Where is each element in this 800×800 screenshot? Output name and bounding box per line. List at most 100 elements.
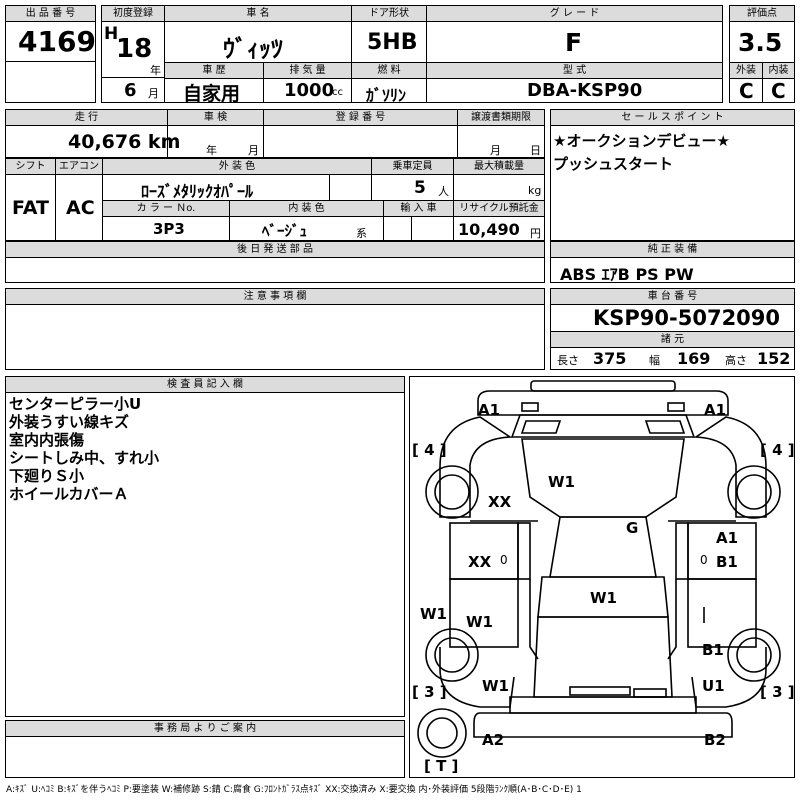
inspector-line: センターピラー小U: [9, 395, 142, 413]
inspector-line: 外装うすい線キズ: [9, 413, 130, 431]
length: 375: [593, 349, 627, 368]
later-parts-cell: [5, 257, 545, 283]
registration-cell: [263, 125, 458, 158]
grade-cell: F: [426, 21, 723, 63]
height: 152: [757, 349, 791, 368]
capacity-cell: 5 人: [371, 174, 454, 201]
score: 3.5: [738, 28, 783, 57]
damage-diagram: A1 A1 [ 4 ] [ 4 ] XX W1 G A1 B1 XX 0 0 W…: [409, 376, 795, 778]
load-cell: kg: [453, 174, 545, 201]
history-cell: 自家用: [164, 78, 264, 105]
equipment: ABS ｴｱB PS PW: [560, 265, 694, 284]
mark-b1-side: B1: [716, 553, 738, 571]
inspector-line: シートしみ中、すれ小: [9, 449, 160, 467]
door: 5HB: [367, 30, 418, 55]
exterior-grade: C: [739, 79, 754, 103]
mark-front-left-tire: [ 4 ]: [412, 441, 447, 459]
mark-a1-front-left: A1: [478, 401, 501, 419]
displacement-cell: 1000 cc: [263, 78, 352, 103]
color-no-cell: 3P3: [102, 216, 230, 241]
equipment-label: 純 正 装 備: [550, 241, 795, 258]
mark-a1-side: A1: [716, 529, 739, 547]
mark-xx-door: XX: [468, 553, 492, 571]
first-reg-year: 18: [116, 34, 153, 64]
inspection-cell: 年 月: [167, 125, 264, 158]
mark-rear-left-tire: [ 3 ]: [412, 683, 447, 701]
mileage: 40,676 km: [68, 131, 181, 153]
first-reg-month-cell: 6 月: [101, 77, 165, 103]
shift-cell: FAT: [5, 174, 56, 241]
mileage-label: 走 行: [5, 109, 168, 126]
lot-number-label: 出 品 番 号: [5, 5, 96, 22]
mark-xx-fender: XX: [488, 493, 512, 511]
first-reg-cell: H 18 年: [101, 21, 165, 78]
sales-point-line-1: ★オークションデビュー★: [553, 132, 730, 150]
notes-label: 注 意 事 項 欄: [5, 288, 545, 305]
ext-color-extra-cell: [329, 174, 372, 201]
car-name-cell: ｳﾞｨｯﾂ: [164, 21, 352, 63]
door-cell: 5HB: [351, 21, 427, 63]
model-label: 型 式: [426, 62, 723, 79]
equipment-cell: ABS ｴｱB PS PW: [550, 257, 795, 284]
chassis-cell: KSP90-5072090: [550, 304, 795, 332]
fuel-label: 燃 料: [351, 62, 427, 79]
load-label: 最大積載量: [453, 158, 545, 175]
mark-front-right-tire: [ 4 ]: [760, 441, 795, 459]
color-no: 3P3: [153, 220, 185, 238]
inspector-notes: センターピラー小U 外装うすい線キズ 室内内張傷 シートしみ中、すれ小 下廻りＳ…: [9, 395, 159, 503]
exterior-label: 外装: [729, 62, 763, 79]
sales-point-label: セ ー ル ス ポ イ ン ト: [550, 109, 795, 126]
displacement-unit: cc: [332, 87, 343, 98]
int-color-label: 内 装 色: [229, 200, 384, 217]
int-color-cell: ﾍﾞｰｼﾞｭ 系: [229, 216, 384, 241]
color-no-label: カ ラ ー Ｎo.: [102, 200, 230, 217]
mark-a1-front-right: A1: [704, 401, 727, 419]
width: 169: [677, 349, 711, 368]
notes-cell: [5, 304, 545, 370]
mark-zero-left: 0: [500, 553, 508, 567]
office-cell: [5, 736, 405, 778]
displacement: 1000: [284, 80, 335, 101]
mark-w1-center: W1: [590, 589, 617, 607]
car-name-label: 車 名: [164, 5, 352, 22]
height-label: 高さ: [725, 354, 747, 367]
grade: F: [565, 28, 583, 57]
mark-spare-tire: [ T ]: [424, 757, 459, 775]
score-cell: 3.5: [729, 21, 795, 63]
inspector-line: 下廻りＳ小: [9, 467, 85, 485]
mark-w1-left-door: W1: [466, 613, 493, 631]
int-color-suffix: 系: [356, 227, 367, 240]
interior-label: 内装: [762, 62, 795, 79]
capacity-label: 乗車定員: [371, 158, 454, 175]
mark-w1-roof: W1: [548, 473, 575, 491]
inspector-cell: センターピラー小U 外装うすい線キズ 室内内張傷 シートしみ中、すれ小 下廻りＳ…: [5, 392, 405, 717]
history: 自家用: [183, 83, 241, 105]
mark-w1-left-pillar: W1: [420, 605, 447, 623]
era: H: [104, 24, 119, 44]
model: DBA-KSP90: [527, 80, 643, 101]
history-label: 車 歴: [164, 62, 264, 79]
width-label: 幅: [649, 354, 660, 367]
ext-color: ﾛｰｽﾞﾒﾀﾘｯｸｵﾊﾟｰﾙ: [141, 182, 254, 201]
sales-point-cell: ★オークションデビュー★ プッシュスタート: [550, 125, 795, 241]
office-label: 事 務 局 よ り ご 案 内: [5, 720, 405, 737]
mark-b2: B2: [704, 731, 726, 749]
inspector-line: ホイールカバーＡ: [9, 485, 129, 503]
mark-w1-rear: W1: [482, 677, 509, 695]
sales-point-line-2: プッシュスタート: [553, 155, 674, 173]
mark-g-glass: G: [626, 519, 639, 537]
mark-zero-right: 0: [700, 553, 708, 567]
month-unit: 月: [148, 87, 159, 100]
load-unit: kg: [528, 184, 542, 197]
registration-label: 登 録 番 号: [263, 109, 458, 126]
spec-cell: 長さ 375 幅 169 高さ 152: [550, 347, 795, 370]
model-cell: DBA-KSP90: [426, 78, 723, 103]
mark-u1-rear: U1: [702, 677, 725, 695]
ext-color-cell: ﾛｰｽﾞﾒﾀﾘｯｸｵﾊﾟｰﾙ: [102, 174, 330, 201]
mark-rear-right-tire: [ 3 ]: [760, 683, 795, 701]
shift-label: シフト: [5, 158, 56, 175]
aircon-label: エアコン: [55, 158, 103, 175]
transfer-label: 譲渡書類期限: [457, 109, 545, 126]
exterior-grade-cell: C: [729, 78, 763, 103]
capacity: 5: [414, 178, 426, 198]
